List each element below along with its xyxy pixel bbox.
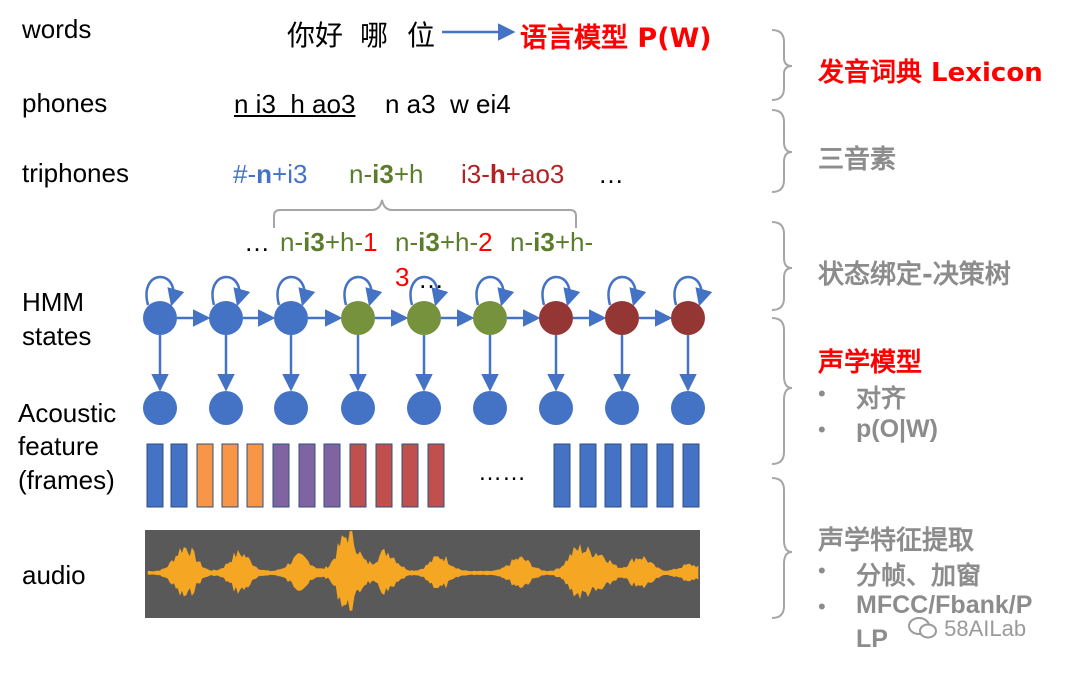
triphone-3: i3-h+ao3 [461, 159, 565, 189]
row-label-acoustic: Acoustic [18, 398, 117, 428]
row-label-frames: (frames) [18, 465, 115, 495]
feature-frame [146, 443, 164, 508]
state-2-label: n-i3+h-2 [395, 227, 493, 257]
row-label-audio: audio [22, 560, 86, 590]
self-loop-arrow [409, 275, 449, 307]
observation-node [143, 391, 177, 425]
row-label-words: words [22, 14, 92, 44]
lexicon-label: 发音词典 Lexicon [818, 58, 1043, 88]
state-3-label: n-i3+h- [510, 227, 594, 257]
phones-underlined: n i3 h ao3 [234, 89, 356, 119]
feature-frame [427, 443, 445, 508]
feature-frame [553, 443, 571, 508]
hmm-state-node [274, 301, 308, 335]
feature-frames [146, 443, 700, 508]
feature-frame [323, 443, 341, 508]
hmm-state-node [605, 301, 639, 335]
brace-acoustic-model [771, 317, 793, 465]
states-lead-ellipsis: … [244, 227, 270, 257]
feature-frame [579, 443, 597, 508]
feature-frame [246, 443, 264, 508]
watermark: 58AILab [908, 616, 1026, 642]
fe-mfcc-cont: LP [856, 625, 888, 653]
triphone-1: #-n+i3 [233, 159, 308, 189]
row-label-phones: phones [22, 88, 108, 118]
watermark-text: 58AILab [944, 616, 1027, 641]
fe-framing-windowing: 分帧、加窗 [856, 561, 982, 590]
audio-waveform [147, 530, 699, 611]
observation-node [209, 391, 243, 425]
feature-frame [272, 443, 290, 508]
feature-frame [375, 443, 393, 508]
observation-node [274, 391, 308, 425]
feature-frame [221, 443, 239, 508]
am-bullet-2: • [818, 417, 826, 442]
right-braces [771, 29, 793, 619]
feature-frame [630, 443, 648, 508]
observation-node [473, 391, 507, 425]
brace-triphone [771, 109, 793, 193]
self-loop-arrow [541, 275, 581, 307]
self-loop-arrow [607, 275, 647, 307]
hmm-state-node [539, 301, 573, 335]
self-loop-arrow [276, 275, 316, 307]
observation-node [539, 391, 573, 425]
am-alignment: 对齐 [856, 384, 907, 413]
am-likelihood: p(O|W) [856, 415, 938, 443]
fe-mfcc: MFCC/Fbank/P [856, 591, 1033, 619]
feature-frame [170, 443, 188, 508]
row-label-triphones: triphones [22, 158, 129, 188]
fe-bullet-2: • [818, 594, 826, 619]
fe-bullet-1: • [818, 558, 826, 583]
brace-feature-extraction [771, 477, 793, 619]
acoustic-model-title: 声学模型 [818, 348, 923, 378]
triphone-bracket [273, 199, 577, 228]
feature-frame [604, 443, 622, 508]
feature-frame [196, 443, 214, 508]
hmm-state-node [143, 301, 177, 335]
feature-frame [349, 443, 367, 508]
word-wei: 位 [407, 19, 436, 52]
phones-rest: n a3 w ei4 [385, 89, 511, 119]
self-loop-arrow [145, 275, 185, 307]
self-loop-arrow [343, 275, 383, 307]
triphone-2: n-i3+h [349, 159, 424, 189]
hmm-state-node [473, 301, 507, 335]
self-loop-arrow [475, 275, 515, 307]
feature-frame [401, 443, 419, 508]
feature-extraction-title: 声学特征提取 [818, 526, 975, 556]
brace-tying [771, 221, 793, 311]
word-na: 哪 [360, 19, 389, 52]
self-loop-arrow [673, 275, 713, 307]
state-3-number: 3 [395, 262, 410, 292]
feature-frame [298, 443, 316, 508]
frames-ellipsis: …… [478, 459, 526, 486]
hmm-state-node [407, 301, 441, 335]
state-tying-annotation: 状态绑定-决策树 [818, 260, 1011, 290]
wechat-icon [908, 616, 944, 641]
hmm-state-node [671, 301, 705, 335]
brace-lexicon [771, 29, 793, 101]
am-bullet-1: • [818, 381, 826, 406]
state-1-label: n-i3+h-1 [280, 227, 378, 257]
triphone-annotation: 三音素 [818, 145, 897, 175]
observation-node [671, 391, 705, 425]
language-model-label: 语言模型 P(W) [520, 23, 712, 54]
observation-node [341, 391, 375, 425]
word-nihao: 你好 [287, 19, 344, 52]
observation-node [605, 391, 639, 425]
observation-node [407, 391, 441, 425]
row-label-states: states [22, 321, 92, 351]
hmm-state-node [209, 301, 243, 335]
hmm-chain [143, 275, 713, 425]
feature-frame [656, 443, 674, 508]
row-label-feature: feature [18, 431, 99, 461]
feature-frame [682, 443, 700, 508]
row-label-hmm: HMM [22, 287, 85, 317]
hmm-state-node [341, 301, 375, 335]
self-loop-arrow [211, 275, 251, 307]
triphone-ellipsis: … [598, 159, 624, 189]
